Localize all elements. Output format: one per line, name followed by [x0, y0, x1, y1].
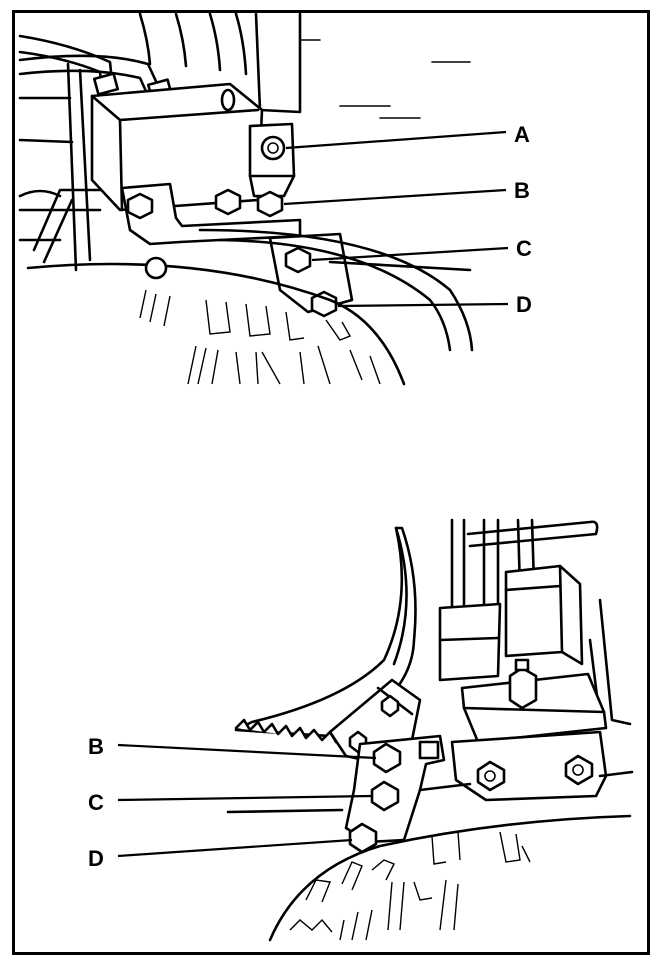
label-b-bottom: B	[88, 734, 104, 759]
label-c-top: C	[516, 236, 532, 261]
bottom-leaders	[117, 743, 377, 858]
label-b-top: B	[514, 178, 530, 203]
label-d-bottom: D	[88, 846, 104, 871]
top-leaders	[283, 130, 509, 308]
label-c-bottom: C	[88, 790, 104, 815]
label-a-top: A	[514, 122, 530, 147]
top-view	[18, 12, 474, 386]
bottom-view	[226, 518, 634, 942]
label-d-top: D	[516, 292, 532, 317]
